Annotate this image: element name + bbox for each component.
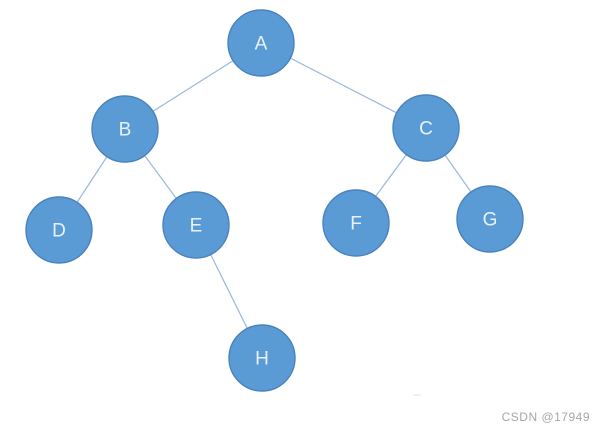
- faint-artifact: [413, 394, 421, 396]
- tree-node-B: B: [91, 95, 159, 163]
- node-circle-C: [392, 94, 460, 162]
- node-label-H: H: [255, 349, 269, 370]
- node-label-F: F: [350, 214, 362, 235]
- node-circle-B: [91, 95, 159, 163]
- watermark-text: CSDN @17949: [501, 410, 590, 424]
- node-label-G: G: [483, 210, 498, 231]
- node-circle-G: [456, 185, 524, 253]
- node-label-C: C: [419, 119, 433, 140]
- node-label-E: E: [190, 216, 203, 237]
- node-label-D: D: [52, 221, 66, 242]
- node-label-A: A: [255, 34, 268, 55]
- node-circle-E: [162, 191, 230, 259]
- tree-node-G: G: [456, 185, 524, 253]
- tree-node-C: C: [392, 94, 460, 162]
- node-circle-D: [25, 196, 93, 264]
- node-circle-H: [228, 324, 296, 392]
- node-label-B: B: [119, 120, 132, 141]
- node-circle-F: [322, 189, 390, 257]
- tree-node-H: H: [228, 324, 296, 392]
- tree-node-E: E: [162, 191, 230, 259]
- tree-node-D: D: [25, 196, 93, 264]
- tree-node-F: F: [322, 189, 390, 257]
- tree-node-A: A: [227, 9, 295, 77]
- node-circle-A: [227, 9, 295, 77]
